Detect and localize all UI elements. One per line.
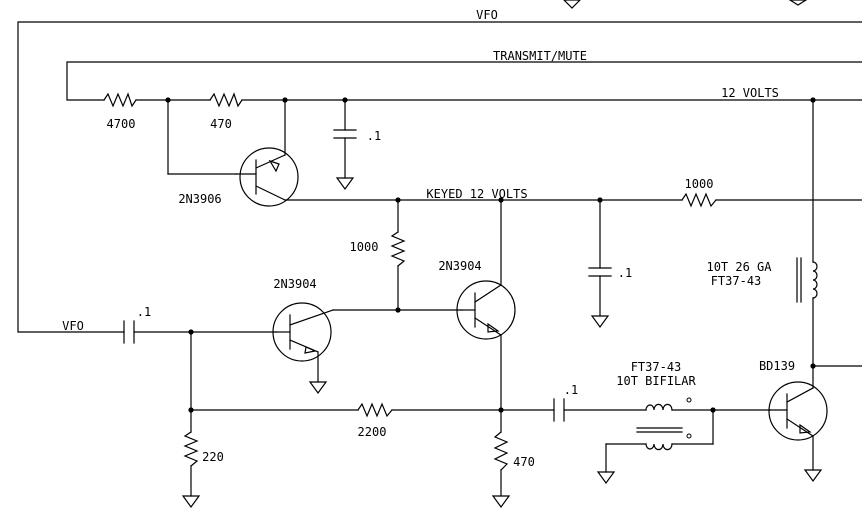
label-transistor-bd139: BD139: [759, 359, 795, 373]
label-choke-line1: 10T 26 GA: [706, 260, 772, 274]
junction-dot: [810, 97, 816, 103]
label-resistor-1000-mid: 1000: [350, 240, 379, 254]
label-capacitor-input: .1: [137, 305, 151, 319]
resistor-2200: [357, 402, 393, 418]
junction-dot: [597, 197, 603, 203]
junction-dot: [810, 363, 816, 369]
label-resistor-470-bottom: 470: [513, 455, 535, 469]
label-choke-line2: FT37-43: [711, 274, 762, 288]
label-transistor-2n3906: 2N3906: [178, 192, 221, 206]
net-label-transmit-mute: TRANSMIT/MUTE: [493, 49, 587, 63]
label-capacitor-keyed: .1: [618, 266, 632, 280]
junction-dot: [342, 97, 348, 103]
net-label-vfo-top: VFO: [476, 8, 498, 22]
transistor-2n3904-buffer1: [272, 302, 334, 362]
ground-symbol: [308, 381, 328, 395]
ground-symbol: [563, 0, 581, 9]
transistor-2n3906: [235, 147, 299, 207]
label-resistor-1000-right: 1000: [685, 177, 714, 191]
junction-dot: [282, 97, 288, 103]
ground-symbol: [181, 495, 201, 509]
resistor-470-top: [209, 92, 243, 108]
label-transistor-2n3904-buffer1: 2N3904: [273, 277, 316, 291]
phase-dot: [686, 397, 692, 403]
net-label-vfo-input: VFO: [62, 319, 84, 333]
resistor-220: [183, 431, 199, 467]
label-capacitor-coupling: .1: [564, 383, 578, 397]
labels: VFO TRANSMIT/MUTE 12 VOLTS KEYED 12 VOLT…: [62, 8, 795, 469]
phase-dot: [686, 433, 692, 439]
ground-symbol: [335, 177, 355, 191]
resistor-470-bottom: [493, 431, 509, 471]
junction-dot: [498, 197, 504, 203]
capacitor-supply: [333, 129, 357, 139]
capacitor-keyed: [588, 267, 612, 277]
capacitor-input: [123, 320, 135, 344]
junction-dot: [165, 97, 171, 103]
net-label-12-volts: 12 VOLTS: [721, 86, 779, 100]
junctions: [165, 97, 816, 413]
bifilar-transformer: [636, 397, 692, 451]
resistor-1000-right: [681, 192, 717, 208]
transistor-2n3904-buffer2: [456, 280, 516, 340]
ground-symbol: [491, 495, 511, 509]
label-capacitor-supply: .1: [367, 129, 381, 143]
capacitor-coupling: [553, 398, 565, 422]
resistor-4700: [103, 92, 137, 108]
label-resistor-4700: 4700: [107, 117, 136, 131]
ground-symbol: [803, 469, 823, 483]
label-resistor-220: 220: [202, 450, 224, 464]
ground-symbol: [590, 315, 610, 329]
junction-dot: [188, 329, 194, 335]
net-label-keyed-12-volts: KEYED 12 VOLTS: [426, 187, 527, 201]
transistor-bd139: [768, 381, 828, 441]
junction-dot: [395, 197, 401, 203]
rf-choke: [796, 257, 818, 303]
resistor-1000-mid: [390, 231, 406, 267]
label-transistor-2n3904-buffer2: 2N3904: [438, 259, 481, 273]
label-resistor-2200: 2200: [358, 425, 387, 439]
label-resistor-470-top: 470: [210, 117, 232, 131]
ground-symbol: [596, 471, 616, 485]
junction-dot: [395, 307, 401, 313]
ground-symbol: [788, 0, 808, 6]
junction-dot: [710, 407, 716, 413]
junction-dot: [188, 407, 194, 413]
label-transformer-line2: 10T BIFILAR: [616, 374, 696, 388]
junction-dot: [498, 407, 504, 413]
label-transformer-line1: FT37-43: [631, 360, 682, 374]
